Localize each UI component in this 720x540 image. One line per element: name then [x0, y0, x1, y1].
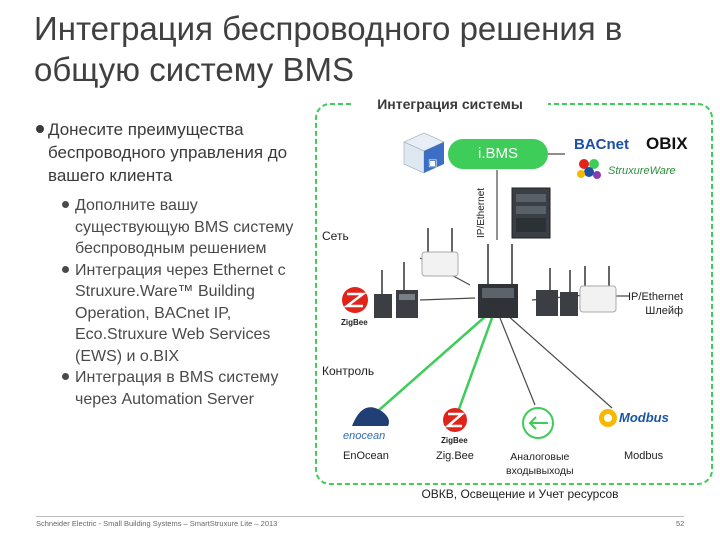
zigbee-logo-network [342, 287, 368, 313]
sub-bullet-3: Интеграция в BMS систему через Automatio… [62, 367, 316, 410]
controller-center [478, 244, 518, 318]
controller-right [536, 268, 578, 316]
bottom-caption: ОВКВ, Освещение и Учет ресурсов [421, 487, 619, 501]
sub-bullet-1: Дополните вашу существующую BMS систему … [62, 195, 316, 260]
enocean-icon [352, 407, 389, 426]
controller-left-2 [374, 270, 392, 318]
device-label-enocean: EnOcean [343, 450, 389, 462]
svg-text:▣: ▣ [428, 158, 437, 169]
wireless-links [369, 314, 494, 421]
sub-bullet-list: Дополните вашу существующую BMS систему … [62, 195, 316, 410]
ibms-server-icon: ▣ [403, 132, 445, 174]
modbus-logo: Modbus [619, 410, 669, 425]
struxureware-logo: StruxureWare [608, 165, 676, 177]
ibms-pill: i.BMS [448, 139, 548, 169]
struxureware-flower-icon [577, 159, 601, 179]
wireless-gateway-left [421, 228, 459, 277]
bullet-list: Донесите преимущества беспроводного упра… [36, 118, 316, 410]
network-label: Сеть [322, 229, 349, 243]
slide-title: Интеграция беспроводного решения в общую… [34, 10, 623, 88]
control-label: Контроль [322, 364, 375, 378]
footer-divider [36, 516, 684, 517]
obix-logo: OBIX [646, 134, 688, 153]
zigbee-logo-text-device: ZigBee [441, 436, 468, 445]
bacnet-logo: BACnet [574, 136, 629, 153]
frame-title: Интеграция системы [352, 96, 548, 112]
controller-left [396, 262, 418, 318]
bullet-main: Донесите преимущества беспроводного упра… [36, 118, 316, 187]
zigbee-logo-text-network: ZigBee [341, 318, 368, 327]
footer-text: Schneider Electric - Small Building Syst… [36, 519, 278, 528]
ip-ethernet-vertical-label: IP/Ethernet [476, 187, 487, 238]
device-label-zigbee: Zig.Bee [436, 450, 474, 462]
device-label-analog-io: Аналоговые входывыходы [506, 451, 574, 477]
wireless-gateway-right [579, 266, 617, 313]
enocean-logo: enocean [343, 430, 386, 442]
ip-ethernet-loop-label: IP/Ethernet Шлейф [628, 291, 684, 317]
modbus-gear-icon [599, 409, 617, 427]
analog-io-icon [522, 407, 554, 439]
device-label-modbus: Modbus [624, 450, 664, 462]
page-number: 52 [676, 519, 685, 528]
zigbee-device-icon [443, 408, 467, 432]
sub-bullet-2: Интеграция через Ethernet с Struxure.War… [62, 260, 316, 368]
automation-server-icon [511, 187, 551, 239]
